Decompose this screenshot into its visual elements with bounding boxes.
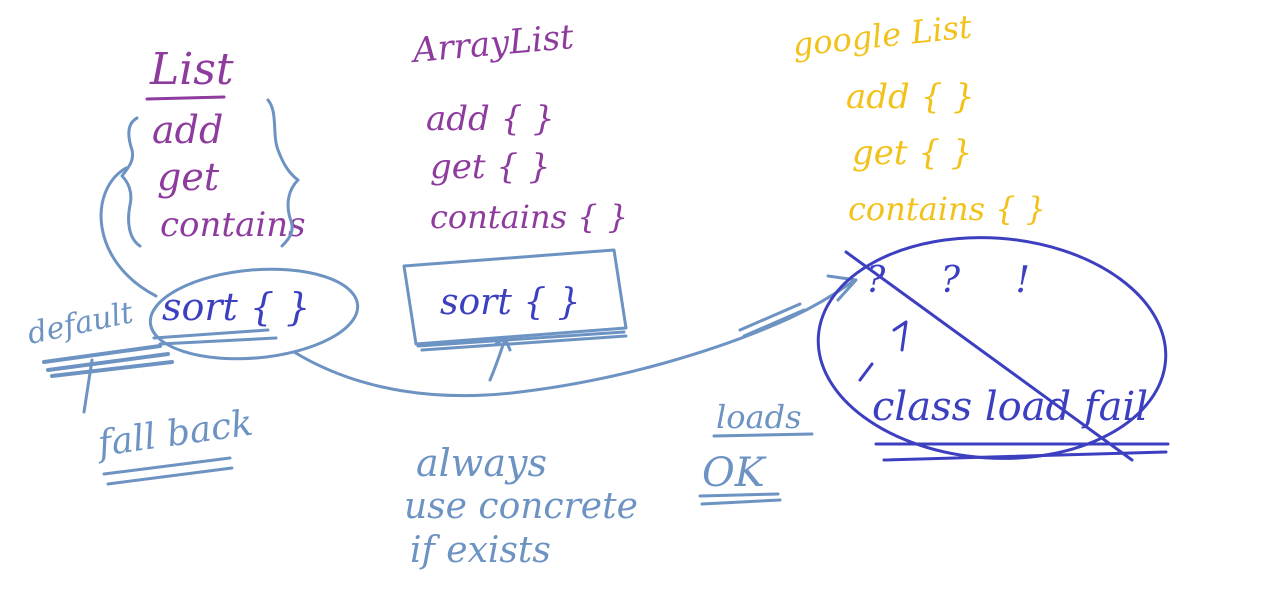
google-fail-underline: [874, 442, 1170, 462]
default-underline: [42, 344, 174, 378]
list-interface: List add get contains sort { }: [99, 44, 360, 361]
array-list: ArrayList add { } get { } contains { } s…: [402, 17, 628, 382]
loads-label: loads: [716, 398, 801, 436]
google-method-contains: contains { }: [848, 190, 1046, 228]
loads-ok-annotation: loads OK: [698, 398, 814, 506]
list-sort-underline: [152, 328, 278, 346]
google-strike-through: [844, 250, 1134, 462]
always-arrow: [488, 336, 512, 382]
always-line-3: if exists: [410, 530, 551, 571]
google-method-add: add { }: [846, 77, 975, 117]
arraylist-method-get: get { }: [430, 147, 550, 187]
google-tick-marks: [858, 320, 908, 382]
list-title-underline: [145, 95, 226, 101]
fallback-connector-emphasis: [738, 302, 806, 338]
fallback-connector-arrowhead: [826, 274, 858, 302]
always-annotation: always use concrete if exists: [404, 441, 638, 571]
always-line-1: always: [416, 441, 547, 485]
default-annotation: default: [24, 295, 174, 414]
list-sort-ellipse: [148, 267, 360, 361]
fallback-underline: [102, 456, 234, 486]
always-line-2: use concrete: [404, 486, 638, 527]
arraylist-method-contains: contains { }: [430, 198, 628, 236]
google-fail-label: class load fail: [872, 384, 1148, 430]
list-sort-label: sort { }: [162, 285, 310, 329]
list-method-add: add: [152, 108, 223, 152]
ok-label: OK: [702, 450, 767, 496]
default-down-arrow: [82, 358, 94, 414]
list-right-brace: [266, 98, 300, 248]
google-list-title: google List: [791, 7, 974, 64]
fallback-annotation: fall back: [93, 403, 256, 486]
arraylist-sort-box-shadow: [416, 330, 628, 352]
list-left-brace: [120, 116, 142, 248]
arraylist-method-add: add { }: [426, 99, 555, 139]
arraylist-sort-box: [402, 248, 628, 346]
ok-underline: [698, 492, 782, 506]
list-title: List: [149, 44, 234, 95]
list-brace-connector: [99, 166, 158, 298]
arraylist-title: ArrayList: [408, 17, 575, 71]
fallback-label: fall back: [93, 403, 256, 466]
list-method-contains: contains: [160, 205, 306, 245]
google-question-marks: ? ? !: [866, 260, 1052, 301]
fallback-connector-curve: [292, 280, 854, 398]
default-label: default: [24, 295, 137, 352]
google-method-get: get { }: [852, 133, 972, 173]
arraylist-sort-label: sort { }: [440, 282, 581, 323]
google-list: google List add { } get { } contains { }…: [791, 7, 1170, 462]
list-method-get: get: [157, 155, 220, 199]
loads-underline: [712, 432, 814, 438]
